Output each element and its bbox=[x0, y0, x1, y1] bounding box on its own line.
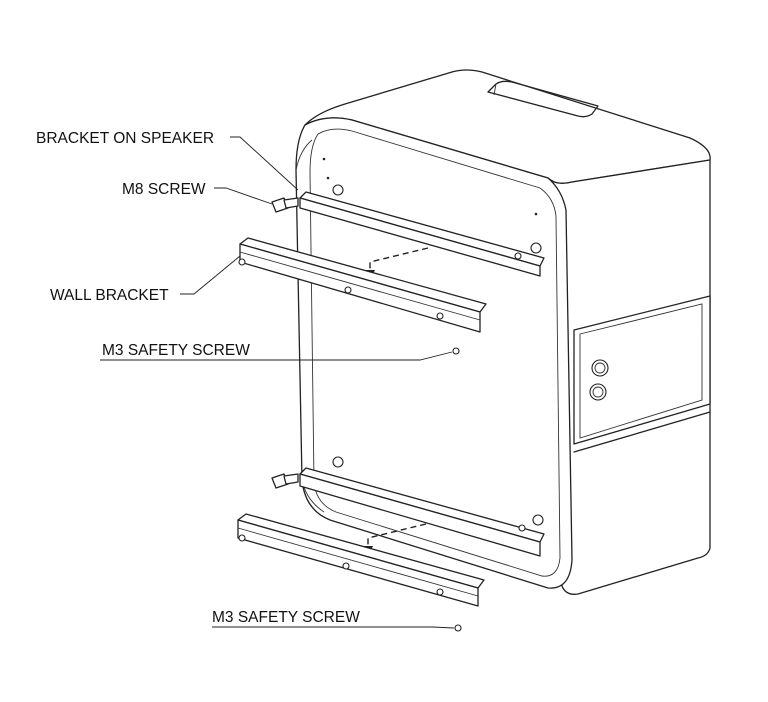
bracket-bolt-icon bbox=[332, 184, 344, 196]
bracket-on-speaker-upper bbox=[299, 184, 545, 277]
bracket-bolt-icon bbox=[532, 514, 544, 526]
label-wall-bracket: WALL BRACKET bbox=[50, 287, 169, 304]
m8-screw-upper-icon bbox=[271, 197, 299, 213]
speaker-cabinet bbox=[295, 69, 711, 595]
label-m8-screw: M8 SCREW bbox=[122, 181, 206, 198]
m8-screw-lower-icon bbox=[271, 473, 299, 489]
label-m3-safety-screw-lower: M3 SAFETY SCREW bbox=[212, 609, 360, 626]
label-m3-safety-screw-upper: M3 SAFETY SCREW bbox=[102, 342, 250, 359]
connector-upper-icon bbox=[591, 359, 609, 377]
leader-wall-bracket bbox=[180, 255, 241, 295]
bracket-bolt-icon bbox=[530, 242, 542, 254]
m3-safety-screw-lower-icon bbox=[454, 624, 462, 632]
wall-bracket-upper bbox=[238, 237, 487, 333]
leader-m3-upper bbox=[100, 351, 453, 361]
leader-m3-lower bbox=[212, 626, 455, 629]
label-bracket-on-speaker: BRACKET ON SPEAKER bbox=[36, 130, 214, 147]
wall-bracket-lower bbox=[237, 513, 485, 607]
leader-m8-screw bbox=[214, 187, 273, 205]
leader-bracket-on-speaker bbox=[230, 136, 299, 191]
bracket-on-speaker-lower bbox=[299, 456, 545, 557]
bracket-bolt-icon bbox=[332, 456, 344, 468]
connector-lower-icon bbox=[589, 383, 607, 401]
connector-panel bbox=[573, 295, 711, 445]
m3-safety-screw-upper-icon bbox=[452, 347, 460, 355]
